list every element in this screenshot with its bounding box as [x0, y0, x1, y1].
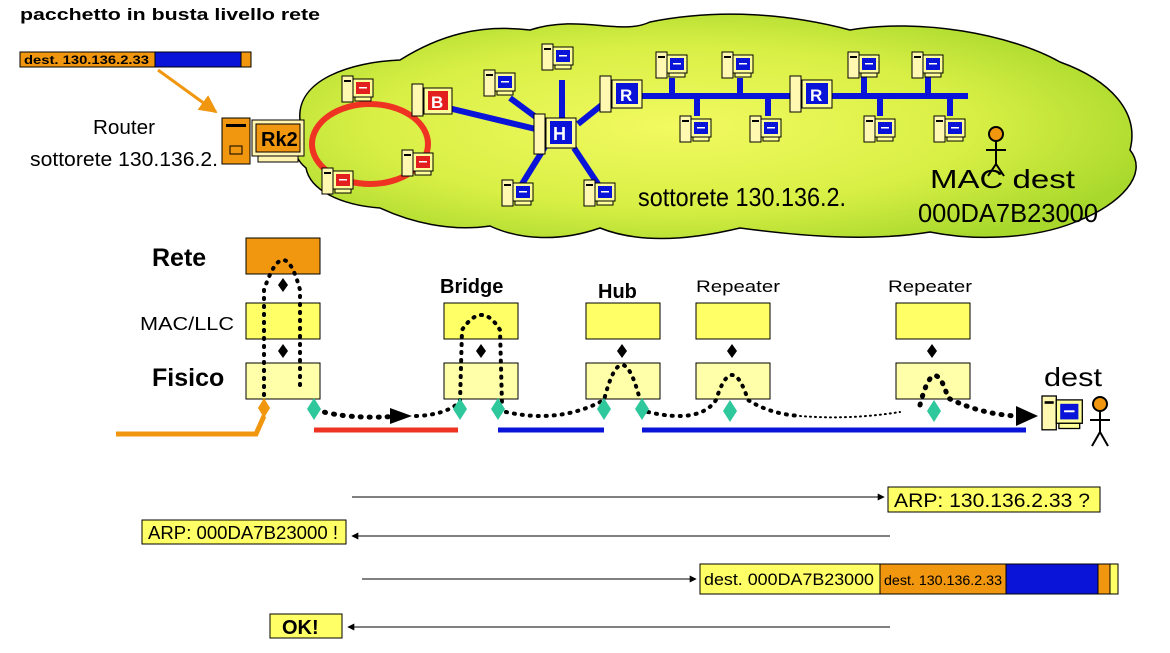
hub-node: H: [533, 113, 577, 155]
bridge-node: B: [411, 83, 453, 117]
arp-reply-box: [141, 519, 347, 545]
router-icon: Rk2: [221, 117, 305, 165]
person-icon: [986, 126, 1006, 177]
router-port-diamond: [258, 398, 270, 418]
packet-network-envelope: dest. 130.136.2.33: [19, 51, 252, 68]
bridge-node-label: B: [431, 93, 443, 112]
hub-node-label: H: [553, 124, 566, 144]
dest-computer-icon: [1041, 395, 1083, 431]
subnet-label: sottorete 130.136.2.: [638, 182, 846, 212]
repeater-node-label: R: [620, 86, 632, 105]
router-input-line: [116, 414, 267, 437]
repeater-node-2: R: [789, 75, 833, 113]
device-label-hub: Hub: [598, 281, 637, 303]
stack-fisico-box: [245, 362, 321, 400]
device-label-dest: dest: [1044, 362, 1103, 392]
layer-label-rete: Rete: [152, 244, 206, 272]
hub-stack: [585, 302, 661, 400]
bridge-stack: [443, 302, 519, 400]
router-box-label: Rk2: [261, 129, 298, 151]
hop-markers: [278, 278, 937, 358]
data-link-frame: dest. 000DA7B23000 dest. 130.136.2.33: [699, 563, 1119, 595]
repeater-node-label: R: [810, 86, 822, 105]
frame-mac-label: dest. 000DA7B23000: [704, 570, 874, 589]
mac-dest-value: 000DA7B23000: [918, 198, 1098, 228]
signal-arrowhead-2: [1016, 406, 1038, 426]
repeater-node-1: R: [599, 75, 643, 113]
router-ring-link: [309, 101, 431, 187]
arp-reply-label: ARP: 000DA7B23000 !: [148, 523, 338, 543]
port-markers: [307, 398, 941, 422]
mac-dest-title: MAC dest: [930, 164, 1076, 194]
router-subnet-label: sottorete 130.136.2.: [30, 149, 218, 171]
stack-mac-box: [245, 302, 321, 340]
header-caption: pacchetto in busta livello rete: [20, 5, 320, 24]
arp-request-label: ARP: 130.136.2.33 ?: [894, 491, 1090, 512]
device-label-repeater-1: Repeater: [696, 277, 780, 296]
ok-label: OK!: [282, 617, 319, 639]
arp-request-box: [887, 486, 1101, 513]
signal-arrowhead-1: [390, 408, 412, 424]
device-label-bridge: Bridge: [440, 276, 503, 298]
frame-ip-label: dest. 130.136.2.33: [884, 572, 1002, 588]
repeater-1-stack: [695, 302, 771, 400]
layer-label-fisico: Fisico: [152, 364, 224, 392]
repeater-2-stack: [895, 302, 971, 400]
packet-dest-label: dest. 130.136.2.33: [24, 53, 149, 67]
stack-rete-box: [245, 237, 321, 275]
layer-label-mac-llc: MAC/LLC: [140, 314, 234, 334]
ok-box: [269, 613, 343, 639]
device-label-repeater-2: Repeater: [888, 277, 972, 296]
dest-person-icon: [1090, 396, 1110, 447]
packet-to-router-arrow: [157, 68, 218, 114]
router-label: Router: [93, 117, 155, 139]
